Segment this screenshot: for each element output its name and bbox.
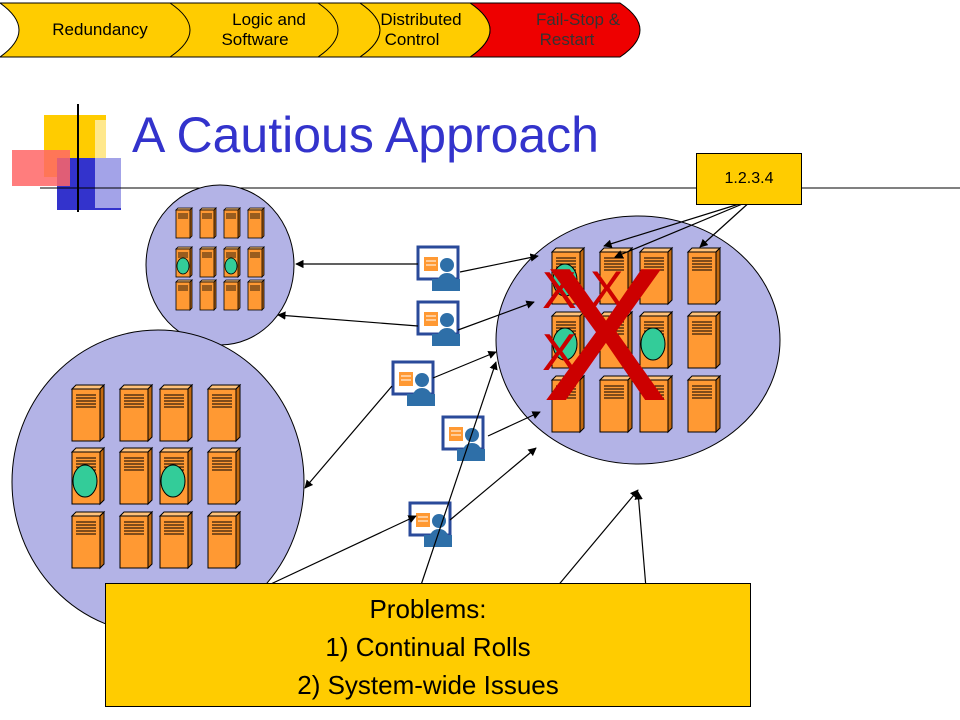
nav-item-label: Redundancy	[52, 20, 148, 39]
nav-item-label-line1: Distributed	[380, 10, 462, 29]
nav-item-label-line2: Software	[221, 30, 289, 49]
problems-heading: Problems:	[369, 594, 487, 624]
slide-title: A Cautious Approach	[132, 107, 599, 163]
workstation-4	[441, 415, 487, 463]
small-cluster-servers	[175, 207, 265, 311]
problems-box: Problems: 1) Continual Rolls 2) System-w…	[105, 583, 751, 707]
problem-item-2: 2) System-wide Issues	[297, 670, 559, 700]
ip-address-label: 1.2.3.4	[696, 153, 802, 205]
small-cluster	[145, 184, 295, 346]
nav-item-logic-software[interactable]: Logic and Software	[190, 3, 320, 57]
problem-item-1: 1) Continual Rolls	[325, 632, 531, 662]
big-x-mark: X	[542, 229, 669, 441]
nav-item-distributed-control[interactable]: Distributed Control	[340, 3, 480, 57]
nav-item-label-line1: Logic and	[232, 10, 306, 29]
workstation-1	[416, 245, 462, 293]
left-cluster-servers	[71, 384, 241, 569]
title-decoration	[12, 104, 960, 212]
nav-item-label-line1: Fail-Stop &	[535, 10, 621, 29]
nav-item-label-line2: Restart	[539, 30, 595, 49]
nav-item-label-line2: Control	[384, 30, 440, 49]
failed-cluster-servers	[551, 247, 721, 433]
small-x-mark-2: X	[590, 261, 623, 317]
workstation-3	[391, 360, 437, 408]
section-navbar	[0, 2, 641, 58]
workstation-2	[416, 300, 462, 348]
small-x-mark-1: X	[542, 262, 577, 320]
nav-item-fail-stop-restart[interactable]: Fail-Stop & Restart	[488, 3, 628, 57]
small-x-mark-3: X	[542, 324, 577, 382]
connection-arrows	[257, 199, 753, 591]
workstation-5	[408, 501, 454, 549]
failure-x-marks: X X X X	[542, 229, 669, 441]
nav-item-redundancy[interactable]: Redundancy	[30, 3, 170, 57]
